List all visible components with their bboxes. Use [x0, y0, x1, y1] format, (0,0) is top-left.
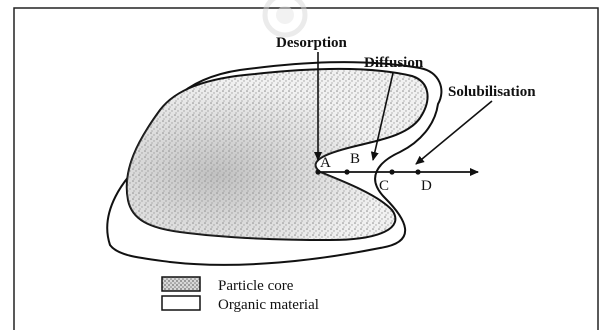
legend-core-swatch [162, 277, 200, 291]
diffusion-label: Diffusion [364, 55, 424, 71]
desorption-label: Desorption [276, 35, 347, 51]
point-b-label: B [350, 151, 360, 167]
solubilisation-label: Solubilisation [448, 84, 536, 100]
point-d-dot [415, 169, 420, 174]
watermark-logo [265, 0, 305, 35]
point-c-label: C [379, 178, 389, 194]
legend-organic-swatch [162, 296, 200, 310]
legend-core-label: Particle core [218, 278, 294, 294]
point-c-dot [389, 169, 394, 174]
point-b-dot [344, 169, 349, 174]
point-a-label: A [320, 155, 331, 171]
legend-organic-label: Organic material [218, 297, 319, 313]
point-d-label: D [421, 178, 432, 194]
